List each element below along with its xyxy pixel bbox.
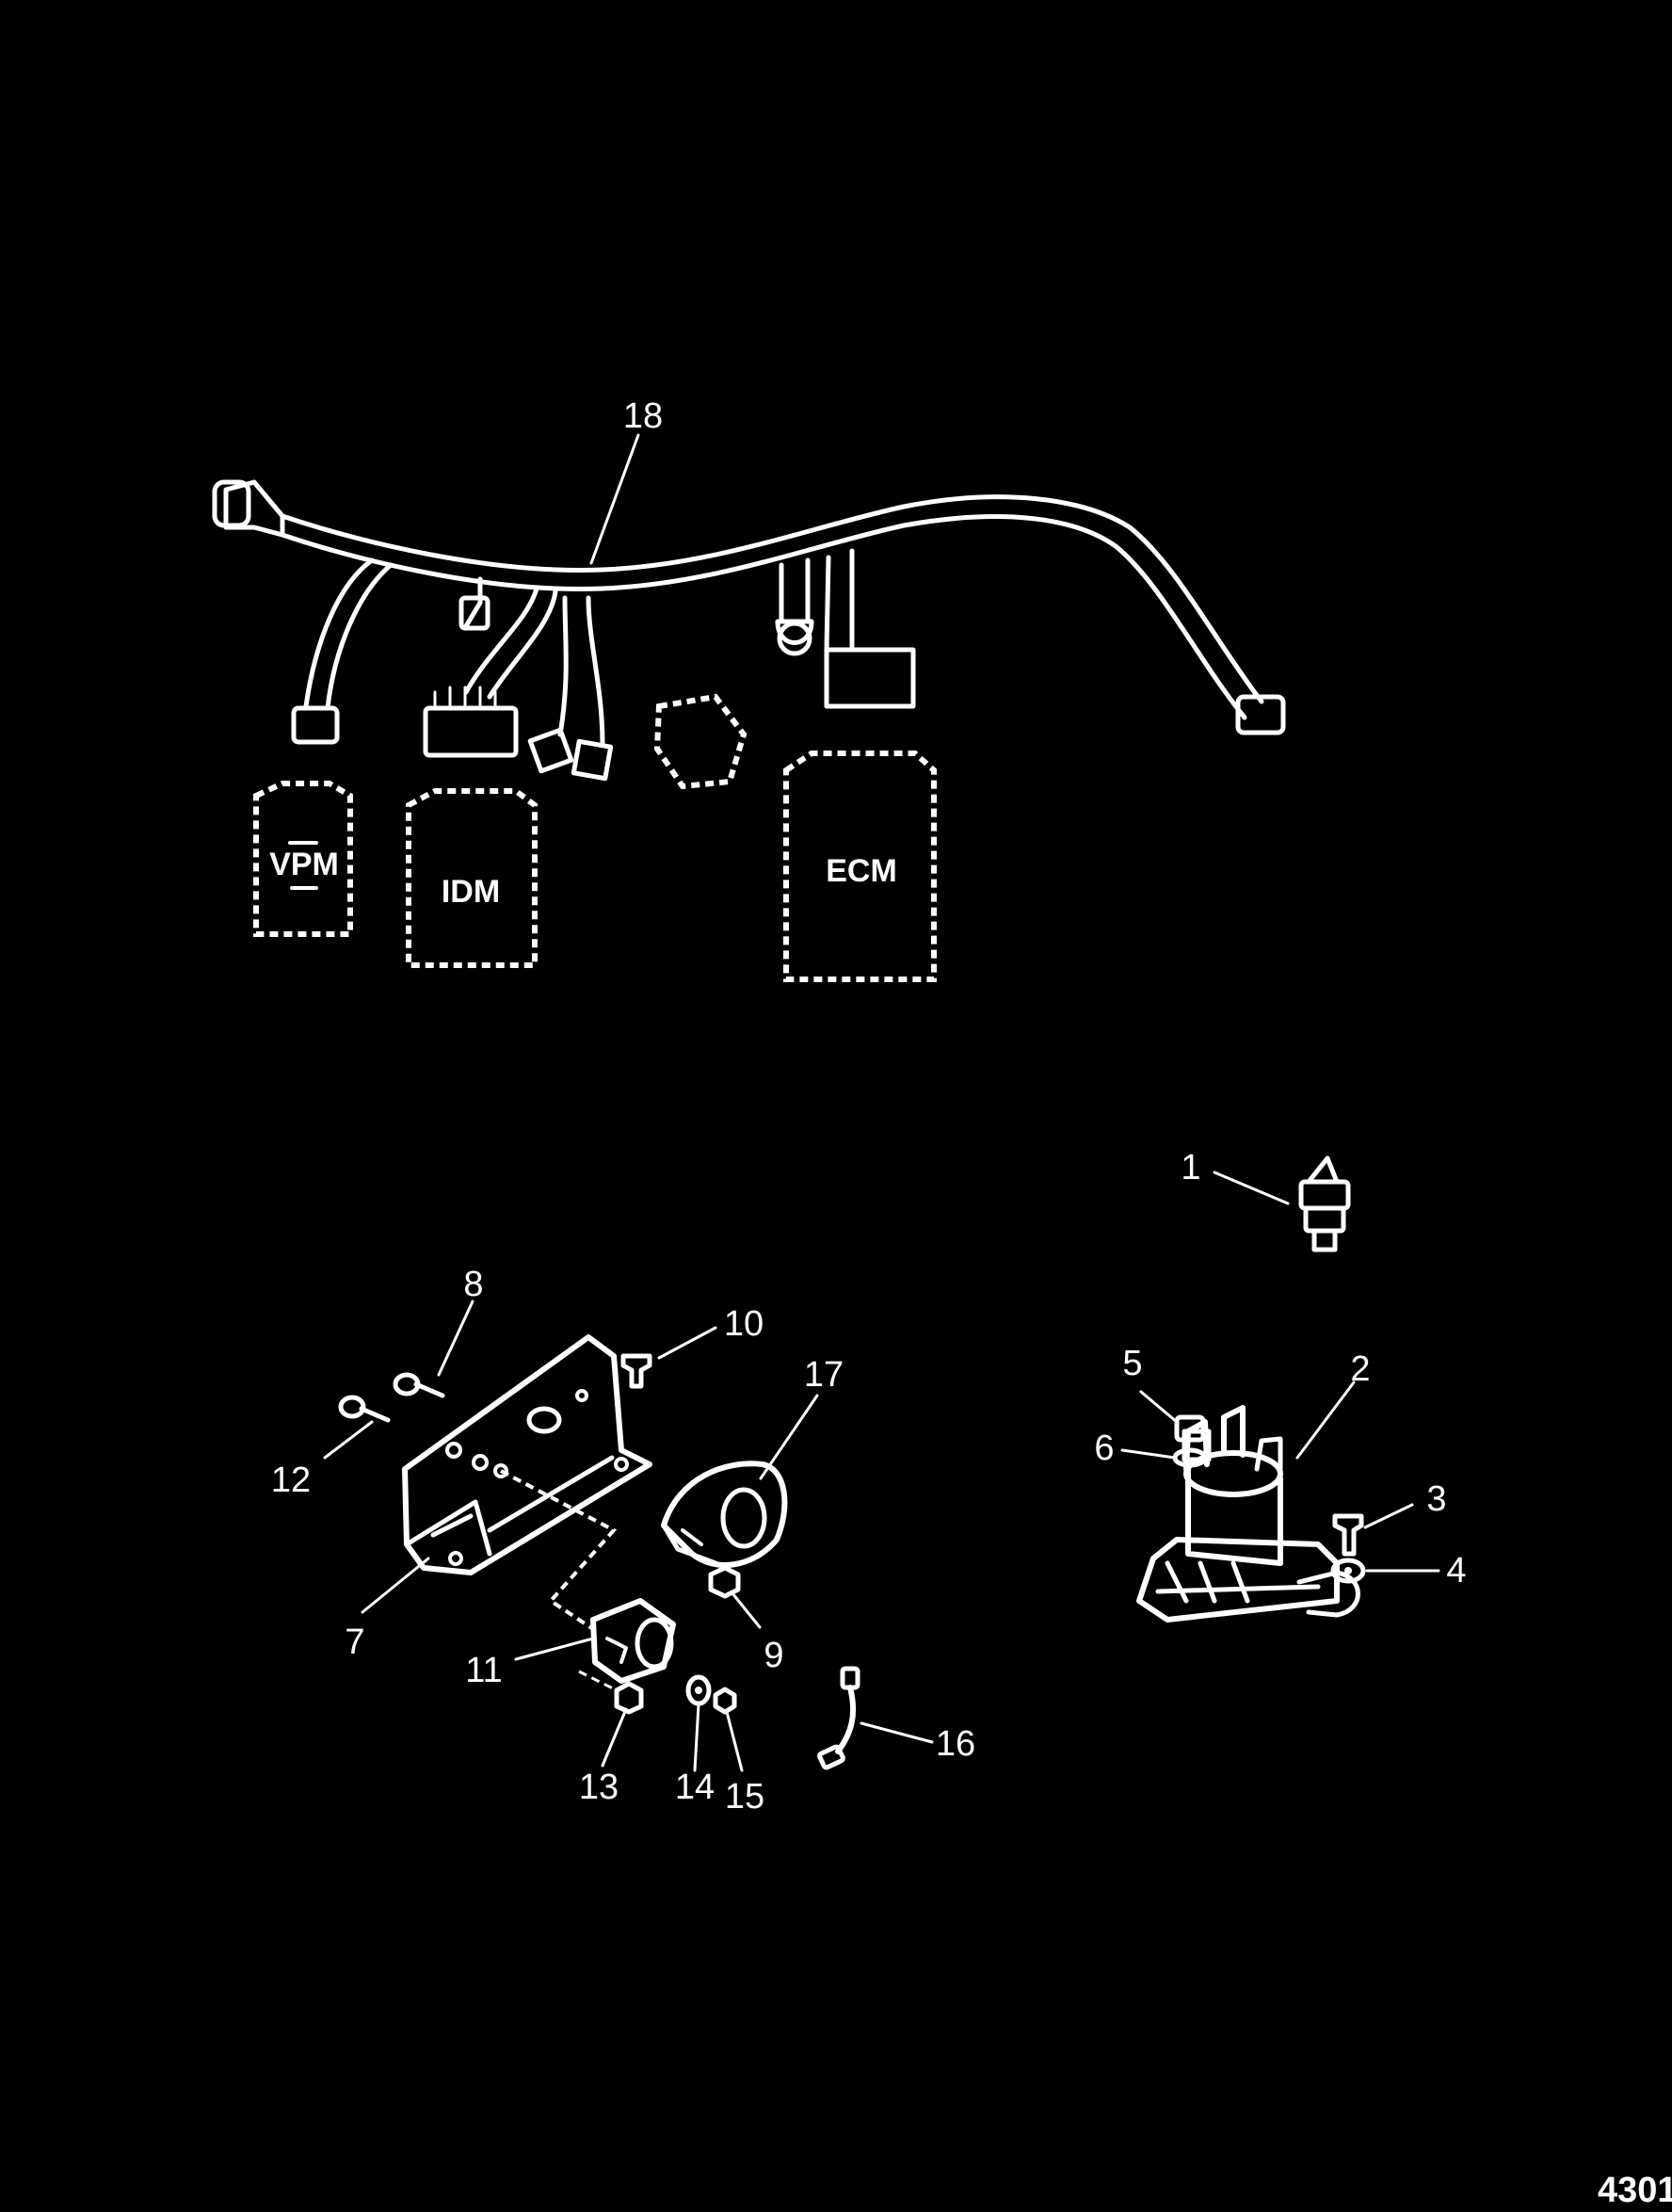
callout-17: 17 — [804, 1355, 844, 1395]
idm-module: IDM — [406, 788, 538, 968]
rectifier-part — [661, 1461, 788, 1568]
callout-16: 16 — [936, 1724, 975, 1764]
leader-14 — [693, 1703, 700, 1772]
idm-label: IDM — [442, 874, 500, 910]
callout-18: 18 — [623, 396, 663, 436]
callout-1: 1 — [1181, 1148, 1200, 1187]
vpm-label: VPM — [269, 847, 339, 882]
callout-14: 14 — [675, 1768, 715, 1807]
nut-15-part — [713, 1687, 737, 1715]
callout-6: 6 — [1094, 1429, 1114, 1468]
callout-13: 13 — [579, 1768, 619, 1807]
leader-18 — [589, 433, 640, 565]
lead-wire-part — [817, 1666, 860, 1770]
nut-13-part — [578, 1670, 644, 1715]
leader-1 — [1213, 1171, 1290, 1205]
leader-13 — [601, 1707, 628, 1768]
starter-solenoid-part — [1136, 1405, 1360, 1623]
leader-3 — [1363, 1503, 1414, 1529]
leader-6 — [1120, 1448, 1177, 1460]
figure-id: 4301 — [1598, 2171, 1672, 2210]
leader-12 — [323, 1420, 374, 1460]
leader-16 — [860, 1721, 934, 1744]
leader-11 — [514, 1637, 595, 1661]
bolt-8-part — [393, 1372, 445, 1398]
callout-9: 9 — [764, 1636, 783, 1675]
sensor-switch-part — [1298, 1155, 1351, 1252]
leader-9 — [731, 1591, 762, 1629]
leader-5 — [1139, 1390, 1179, 1424]
callout-12: 12 — [271, 1461, 311, 1500]
vpm-module: VPM — [253, 781, 353, 937]
nut-9-part — [708, 1565, 741, 1599]
callout-7: 7 — [345, 1623, 364, 1662]
ecm-label: ECM — [826, 853, 897, 889]
nut-5-part — [1174, 1414, 1206, 1443]
leader-7 — [361, 1557, 430, 1614]
leader-15 — [725, 1710, 744, 1772]
leader-17 — [759, 1394, 819, 1480]
ecm-module: ECM — [783, 751, 937, 982]
screw-10-part — [620, 1353, 652, 1389]
screw-3-part — [1332, 1513, 1364, 1557]
leader-8 — [437, 1300, 474, 1377]
bolt-12-part — [338, 1395, 391, 1423]
wiring-harness-part — [212, 479, 1286, 790]
callout-10: 10 — [724, 1304, 764, 1344]
callout-4: 4 — [1446, 1551, 1466, 1590]
mounting-bracket-part — [402, 1334, 652, 1631]
leader-10 — [657, 1326, 717, 1360]
callout-3: 3 — [1426, 1479, 1446, 1519]
callout-8: 8 — [463, 1265, 483, 1304]
callout-11: 11 — [465, 1651, 502, 1690]
callout-15: 15 — [725, 1777, 764, 1816]
leader-lines — [323, 433, 1440, 1772]
washer-4-part — [1330, 1558, 1366, 1584]
callout-5: 5 — [1122, 1344, 1142, 1383]
relay-part — [590, 1598, 676, 1684]
callout-2: 2 — [1350, 1349, 1370, 1389]
callout-labels: 18 1 2 3 4 5 6 7 8 9 10 11 12 13 14 15 1… — [271, 396, 1467, 1816]
washer-14-part — [685, 1674, 712, 1706]
leader-2 — [1295, 1380, 1356, 1460]
